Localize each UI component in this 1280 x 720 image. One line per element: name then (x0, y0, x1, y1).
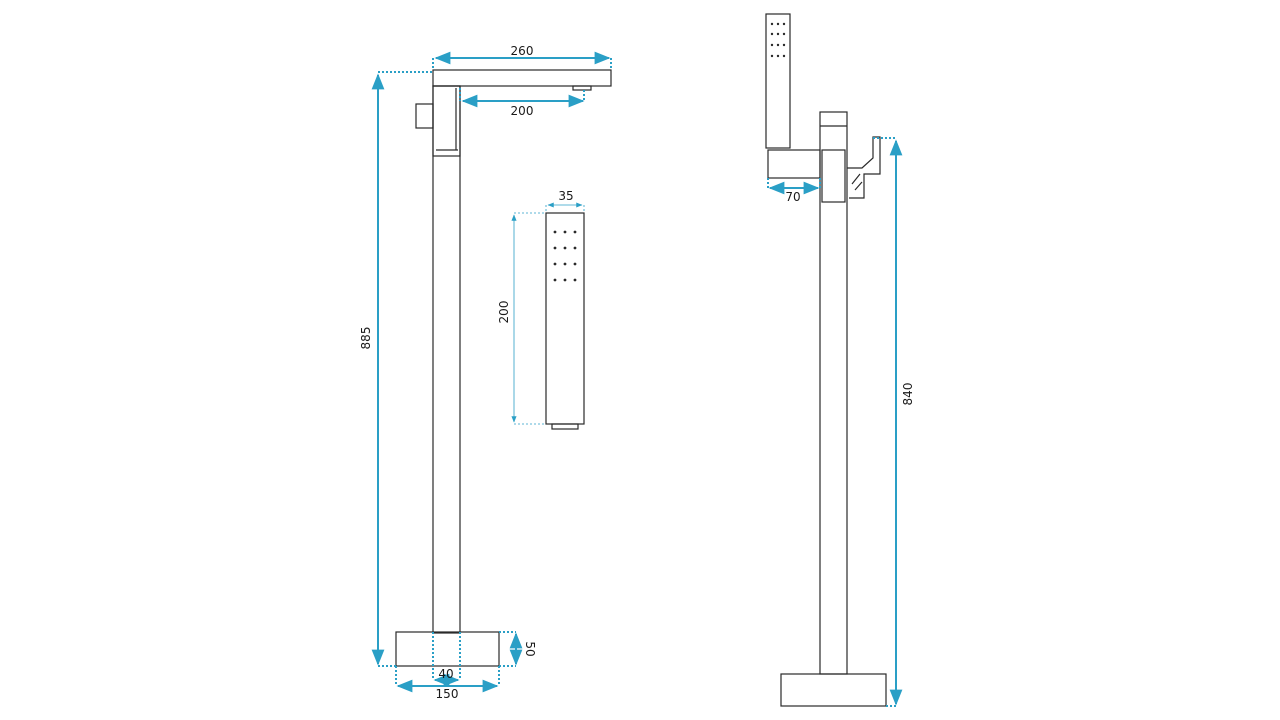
handshower-nozzles (553, 230, 577, 282)
side-mixer-lever (847, 136, 881, 199)
dim-spout-length-line (432, 51, 612, 70)
dim-spout-length: 260 (511, 44, 534, 58)
dimension-labels: 260 200 885 35 200 50 40 150 70 840 (359, 44, 915, 701)
side-mixer-body (821, 149, 846, 203)
dim-handshower-width-line (545, 202, 585, 213)
dim-mixer-depth-line (767, 178, 821, 195)
lever-detail (851, 173, 863, 191)
front-view (395, 69, 612, 667)
side-handshower-nozzles (770, 22, 786, 58)
side-view (765, 13, 887, 707)
front-base (395, 631, 500, 667)
holder-detail (436, 88, 458, 151)
dimension-lines (371, 51, 903, 707)
side-base (780, 673, 887, 707)
side-handshower (765, 13, 791, 149)
dim-side-height-line (873, 137, 903, 707)
handshower-dimension-lines (511, 202, 585, 425)
dim-handshower-length-line (511, 212, 546, 425)
dim-base-height: 50 (523, 641, 537, 656)
front-spout (432, 69, 612, 87)
side-spout (767, 149, 821, 179)
dim-spout-reach-line (459, 88, 585, 108)
handshower-detail (545, 212, 585, 430)
front-column (432, 85, 461, 634)
dim-side-height: 840 (901, 383, 915, 406)
dim-total-height: 885 (359, 327, 373, 350)
dim-total-height-line (371, 71, 433, 667)
dim-base-height-line (499, 631, 523, 667)
dim-base-width-line (395, 666, 500, 693)
spout-outlet (572, 85, 592, 91)
dim-base-width: 150 (436, 687, 459, 701)
handshower-body (545, 212, 585, 425)
side-column (819, 111, 848, 675)
dim-handshower-width: 35 (558, 189, 573, 203)
handshower-connector (551, 423, 579, 430)
dim-column-width: 40 (438, 667, 453, 681)
dim-spout-reach: 200 (511, 104, 534, 118)
dim-mixer-depth: 70 (785, 190, 800, 204)
mixer-handle-front (415, 103, 434, 129)
dim-handshower-length: 200 (497, 301, 511, 324)
